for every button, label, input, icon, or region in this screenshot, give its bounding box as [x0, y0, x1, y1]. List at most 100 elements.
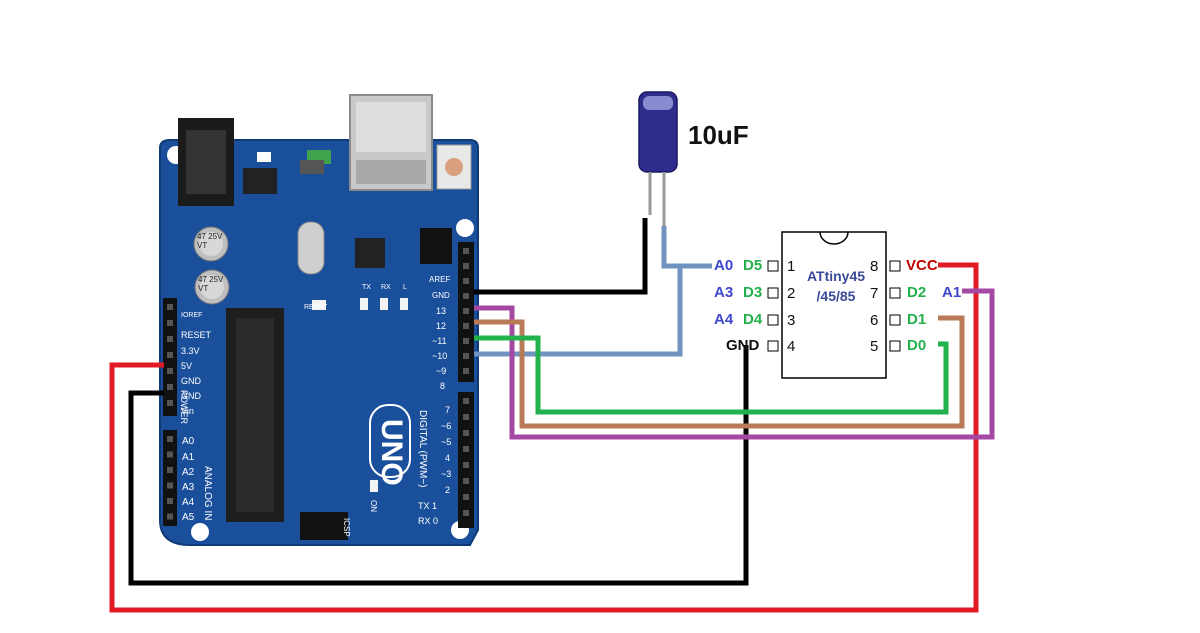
header-pin — [463, 414, 469, 420]
board-icsp-label: ICSP — [342, 518, 351, 537]
chip-right-digital-5: D0 — [907, 337, 927, 354]
wire-green-pin11-d0 — [474, 335, 949, 415]
header-pin — [167, 513, 173, 520]
wire-purple-pin13-d2 — [474, 288, 995, 440]
header-pin — [463, 278, 469, 284]
wire-red-5v-vcc — [109, 262, 979, 613]
header-pin — [463, 338, 469, 344]
digital-pin-2: 2 — [445, 485, 451, 495]
capacitor-label: 10uF — [688, 120, 749, 150]
digital-pin-11: ~11 — [432, 336, 447, 346]
wires — [109, 218, 995, 613]
digital-pin-3: ~3 — [441, 469, 452, 479]
mount-hole — [456, 219, 474, 237]
header-pin — [167, 336, 173, 342]
digital-pin-9: ~9 — [436, 366, 447, 376]
digital-pin-6: ~6 — [441, 421, 452, 431]
usb-chip — [355, 238, 385, 268]
chip-pin-8 — [889, 260, 901, 272]
analog-pin-a5: A5 — [182, 512, 195, 523]
header-pin — [167, 368, 173, 374]
digital-pin-0: RX 0 — [418, 516, 439, 526]
chip-pin-4 — [767, 340, 779, 352]
digital-pin-1: TX 1 — [418, 501, 438, 511]
chip-left-digital-1: D5 — [743, 257, 763, 274]
chip-pin-5 — [889, 340, 901, 352]
chip-notch — [819, 231, 849, 245]
chip-right-digital-7: D2 — [907, 284, 927, 301]
header-pin — [463, 263, 469, 269]
power-pin-vin: Vin — [181, 406, 194, 416]
chip-left-analog-1: A0 — [714, 257, 734, 274]
analog-pin-a0: A0 — [182, 436, 195, 447]
chip-pin-2 — [767, 287, 779, 299]
chip-right-num-7: 7 — [870, 285, 879, 302]
chip-left-analog-3: A4 — [714, 311, 734, 328]
header-pin — [463, 430, 469, 436]
board-reset-label: RESET — [304, 304, 328, 311]
capacitor-10uf — [638, 91, 678, 228]
chip-name-line1: ATtiny45 — [806, 268, 866, 284]
header-pin — [167, 320, 173, 326]
header-pin — [463, 510, 469, 516]
header-pin — [167, 482, 173, 489]
wire-blue-cap — [661, 226, 680, 269]
power-pin-reset: RESET — [181, 330, 212, 340]
chip-left-analog-2: A3 — [714, 284, 734, 301]
chip-body — [781, 231, 887, 379]
header-pin — [463, 293, 469, 299]
wire-black-gnd — [128, 345, 749, 586]
capacitor-body — [638, 91, 678, 173]
digital-header-bottom — [458, 392, 474, 528]
digital-pin-4: 4 — [445, 453, 451, 463]
header-pin — [167, 400, 173, 406]
digital-pin-13: 13 — [436, 306, 447, 316]
board-digital-title: DIGITAL (PWM~) — [417, 410, 428, 488]
digital-pin-gnd: GND — [432, 291, 450, 300]
power-pin-5v: 5V — [181, 361, 193, 371]
chip-right-digital-8: VCC — [906, 257, 938, 274]
chip-left-num-3: 3 — [787, 312, 796, 329]
header-pin — [463, 446, 469, 452]
board-tx-label: TX — [362, 284, 371, 291]
chip-pin-6 — [889, 314, 901, 326]
icsp-header — [300, 512, 348, 540]
chip-pin-3 — [767, 314, 779, 326]
power-pin-3v3: 3.3V — [181, 346, 200, 356]
power-pin-ioref: IOREF — [181, 312, 203, 319]
crystal — [297, 221, 325, 275]
header-pin — [463, 323, 469, 329]
chip-left-digital-3: D4 — [743, 311, 763, 328]
chip-left-num-1: 1 — [787, 258, 796, 275]
analog-pin-a3: A3 — [182, 482, 195, 493]
analog-header — [163, 430, 177, 526]
header-pin — [463, 478, 469, 484]
wire-blue-pin10-d5 — [474, 263, 712, 357]
header-pin — [167, 451, 173, 458]
analog-pin-a2: A2 — [182, 467, 195, 478]
header-pin — [167, 384, 173, 390]
chip-left-digital-4: GND — [726, 337, 760, 354]
chip-left-digital-2: D3 — [743, 284, 763, 301]
chip-right-num-8: 8 — [870, 258, 879, 275]
header-pin — [463, 308, 469, 314]
chip-right-digital-6: D1 — [907, 311, 927, 328]
board-l-label: L — [403, 284, 407, 291]
arduino-uno-board — [159, 94, 479, 546]
board-logo: UNO — [375, 419, 408, 486]
chip-right-num-5: 5 — [870, 338, 879, 355]
chip-name-line2: /45/85 — [816, 288, 856, 304]
chip-left-num-4: 4 — [787, 338, 796, 355]
header-pin — [463, 462, 469, 468]
wire-black-cap-gnd — [474, 218, 648, 295]
digital-pin-12: 12 — [436, 321, 447, 331]
header-pin — [463, 353, 469, 359]
board-cap1-label: 47 25V VT — [197, 232, 223, 250]
header-pin — [463, 398, 469, 404]
chip-pin-7 — [889, 287, 901, 299]
header-pin — [463, 248, 469, 254]
digital-pin-10: ~10 — [432, 351, 448, 361]
digital-pin-8: 8 — [440, 381, 446, 391]
